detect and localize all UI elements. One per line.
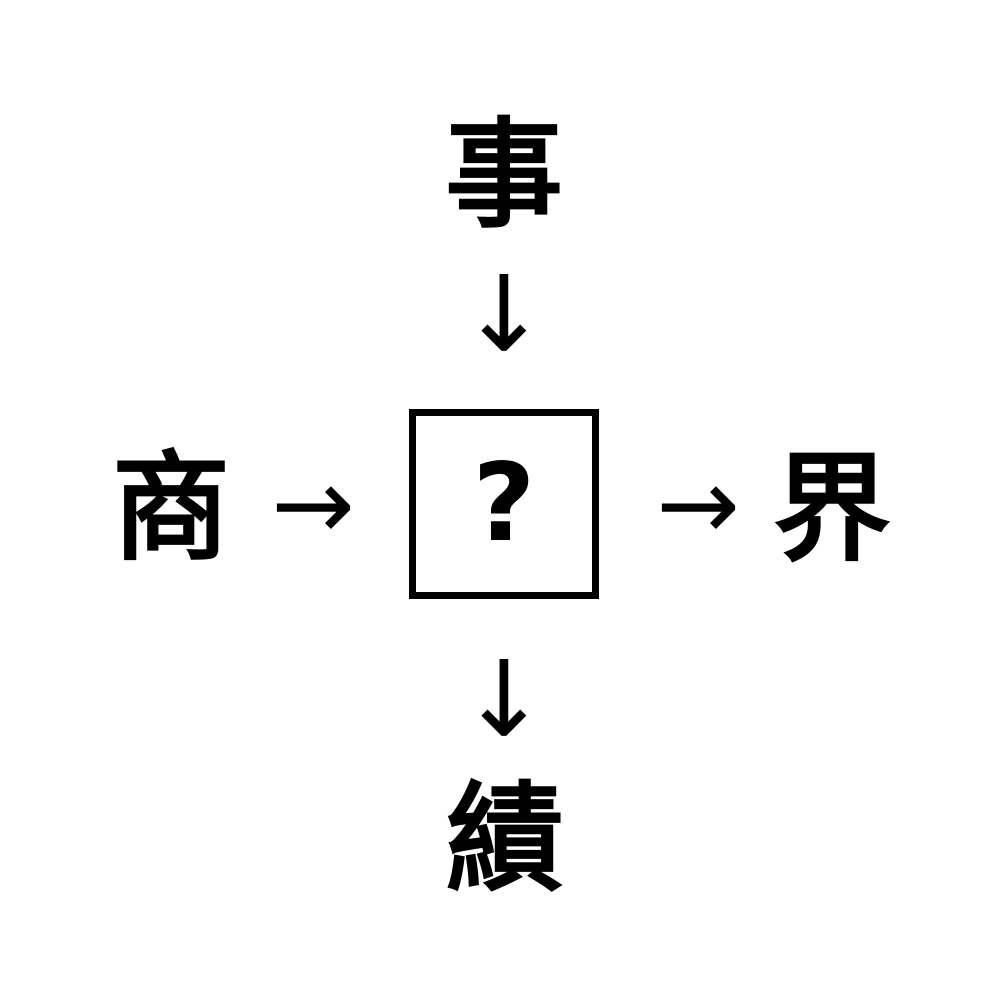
- arrow-down-bottom-icon: ↓: [460, 638, 548, 761]
- arrow-down-top-icon: ↓: [460, 253, 548, 376]
- question-mark: ?: [472, 441, 536, 566]
- kanji-right: 界: [772, 444, 892, 576]
- arrow-right-right-icon: →: [656, 446, 740, 563]
- kanji-top: 事: [444, 110, 564, 242]
- kanji-left: 商: [111, 443, 231, 575]
- kanji-bottom: 績: [445, 774, 565, 906]
- answer-box: ?: [409, 409, 599, 599]
- arrow-right-left-icon: →: [271, 446, 355, 563]
